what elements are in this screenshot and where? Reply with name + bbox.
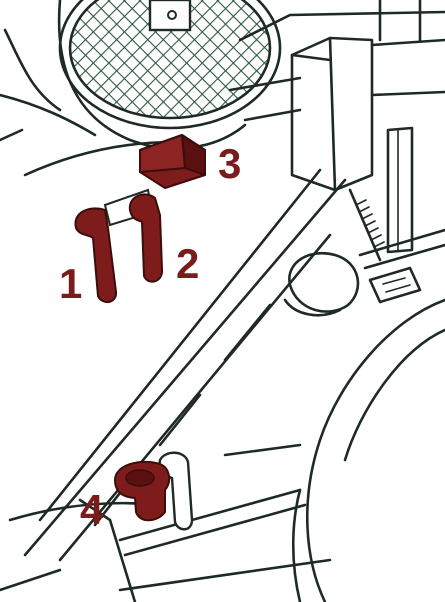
callout-4: 4	[80, 486, 104, 533]
callout-2: 2	[176, 240, 199, 287]
callout-3: 3	[218, 140, 241, 187]
callout-1: 1	[59, 260, 82, 307]
